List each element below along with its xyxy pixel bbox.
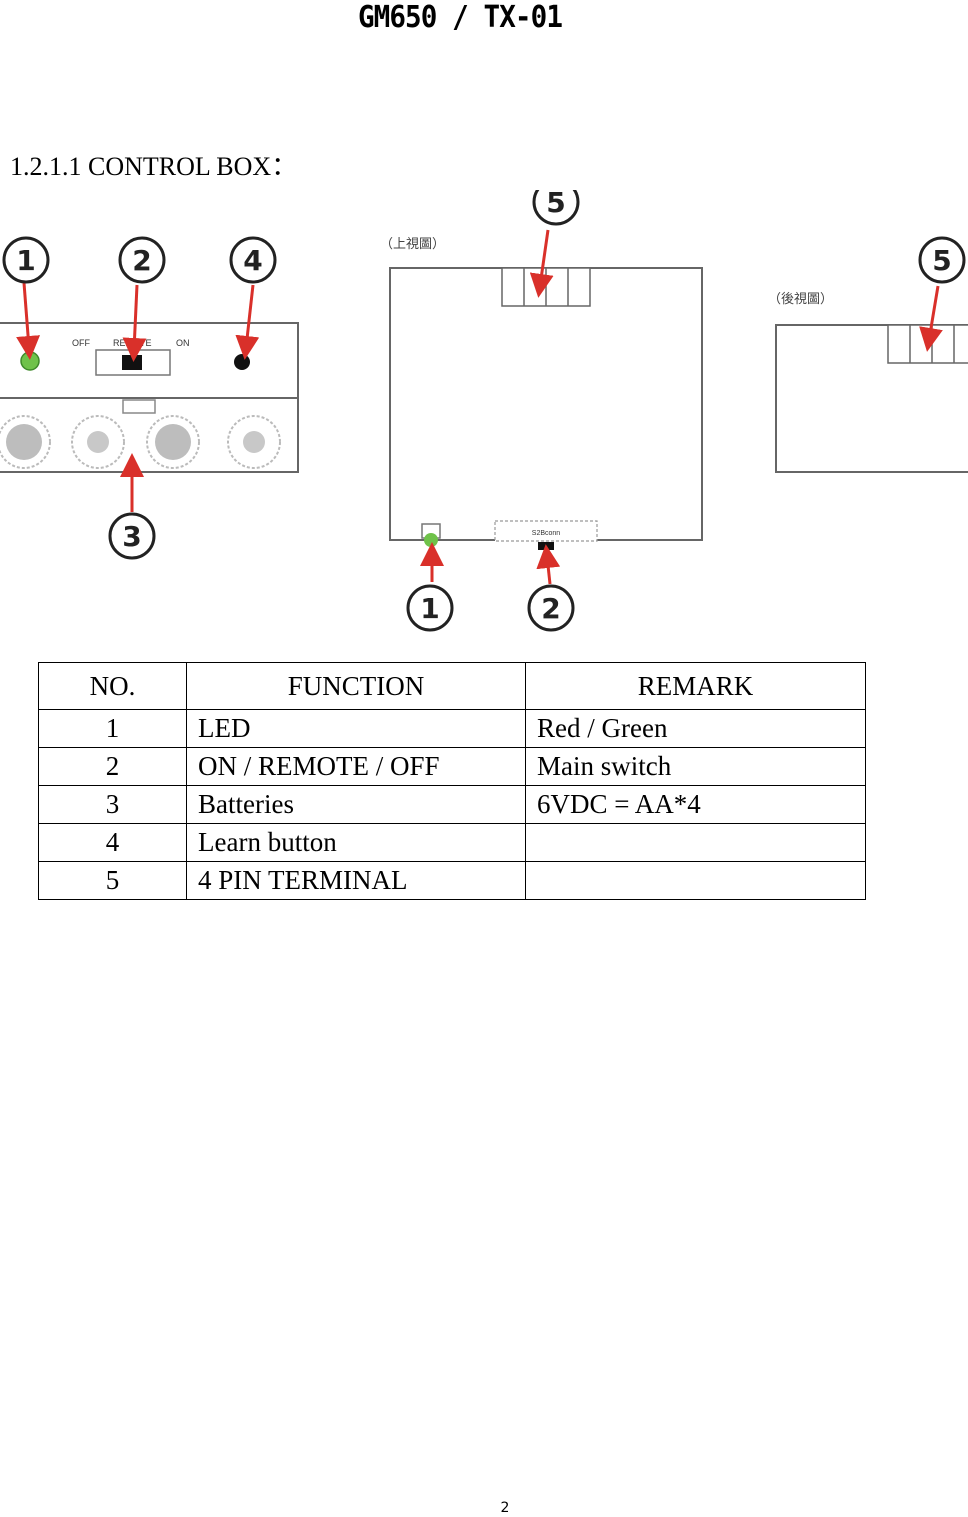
callout-4: 4 bbox=[243, 244, 262, 277]
function-table: NO. FUNCTION REMARK 1 LED Red / Green 2 … bbox=[38, 662, 866, 900]
cell-no: 5 bbox=[38, 861, 187, 900]
rear-terminal-block bbox=[887, 324, 968, 364]
cell-function: 4 PIN TERMINAL bbox=[186, 861, 526, 900]
callout-1-front: 1 bbox=[16, 244, 35, 277]
switch-on-label: ON bbox=[176, 338, 190, 348]
callout-3: 3 bbox=[122, 520, 141, 553]
top-terminal-block bbox=[501, 267, 591, 307]
top-led-icon bbox=[424, 533, 438, 547]
callout-2-front: 2 bbox=[132, 244, 151, 277]
callout-5-rear: 5 bbox=[932, 244, 951, 277]
header-remark: REMARK bbox=[525, 662, 866, 710]
header-function: FUNCTION bbox=[186, 662, 526, 710]
switch-remote-label: REMOTE bbox=[113, 338, 152, 348]
callout-1-top: 1 bbox=[420, 592, 439, 625]
control-box-diagram: OFF REMOTE ON bbox=[0, 190, 968, 640]
rear-view-label: （後視圖） bbox=[768, 292, 833, 307]
callout-2-top-icon bbox=[527, 584, 575, 632]
cell-function: Learn button bbox=[186, 823, 526, 862]
page-number: 2 bbox=[500, 1500, 510, 1516]
cell-function: Batteries bbox=[186, 785, 526, 824]
top-view-label: （上視圖） bbox=[380, 237, 445, 252]
callout-2-top: 2 bbox=[541, 592, 560, 625]
callout-5-top-icon bbox=[532, 190, 580, 226]
front-view: OFF REMOTE ON bbox=[0, 236, 299, 560]
table-header-row: NO. FUNCTION REMARK bbox=[38, 662, 866, 710]
rear-view: （後視圖） 5 bbox=[768, 236, 968, 473]
top-switch-icon bbox=[538, 542, 554, 550]
cell-remark bbox=[525, 823, 866, 862]
table-row: 1 LED Red / Green bbox=[38, 709, 866, 748]
cell-function: LED bbox=[186, 709, 526, 748]
table-row: 3 Batteries 6VDC = AA*4 bbox=[38, 785, 866, 824]
table-row: 2 ON / REMOTE / OFF Main switch bbox=[38, 747, 866, 786]
callout-2-front-icon bbox=[118, 236, 166, 284]
callout-3-icon bbox=[108, 512, 156, 560]
learn-button-icon bbox=[234, 354, 250, 370]
table-row: 4 Learn button bbox=[38, 823, 866, 862]
switch-slider-icon bbox=[122, 355, 142, 370]
cell-no: 4 bbox=[38, 823, 187, 862]
header-no: NO. bbox=[38, 662, 187, 710]
callout-1-front-icon bbox=[2, 236, 50, 284]
cell-remark bbox=[525, 861, 866, 900]
callout-5-top: 5 bbox=[546, 190, 565, 219]
top-view: （上視圖） S2Bconn 5 1 2 bbox=[380, 190, 703, 632]
section-heading: 1.2.1.1 CONTROL BOX： bbox=[10, 152, 298, 181]
callout-5-rear-icon bbox=[918, 236, 966, 284]
cell-no: 1 bbox=[38, 709, 187, 748]
document-title: GM650 / TX-01 bbox=[357, 0, 563, 35]
callout-4-icon bbox=[229, 236, 277, 284]
cell-remark: Red / Green bbox=[525, 709, 866, 748]
cell-function: ON / REMOTE / OFF bbox=[186, 747, 526, 786]
cell-no: 2 bbox=[38, 747, 187, 786]
callout-1-top-icon bbox=[406, 584, 454, 632]
table-row: 5 4 PIN TERMINAL bbox=[38, 861, 866, 900]
connector-label: S2Bconn bbox=[532, 530, 561, 537]
switch-off-label: OFF bbox=[72, 338, 90, 348]
battery-ends bbox=[0, 415, 281, 469]
cell-remark: Main switch bbox=[525, 747, 866, 786]
front-led-icon bbox=[20, 351, 40, 371]
cell-remark: 6VDC = AA*4 bbox=[525, 785, 866, 824]
cell-no: 3 bbox=[38, 785, 187, 824]
